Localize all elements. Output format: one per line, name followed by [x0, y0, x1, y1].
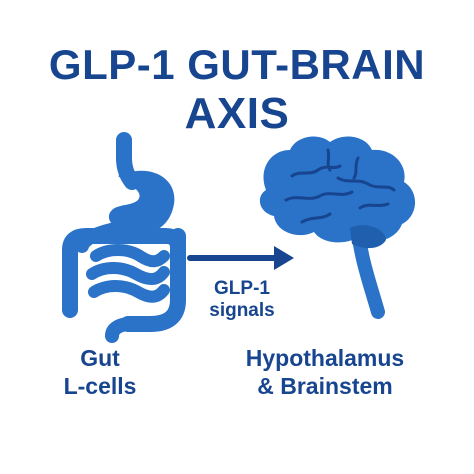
gut-label: Gut L-cells	[40, 344, 160, 400]
digestive-system-icon	[62, 132, 186, 343]
signal-label-line-1: GLP-1	[214, 278, 270, 299]
gut-label-line-1: Gut	[80, 345, 120, 371]
diagram-title-line-1: GLP-1 GUT-BRAIN	[48, 41, 426, 88]
brain-label: Hypothalamus & Brainstem	[210, 344, 440, 400]
brain-icon	[259, 136, 416, 319]
brain-label-line-1: Hypothalamus	[245, 345, 405, 371]
arrow-right-icon	[187, 246, 294, 270]
signal-label-line-2: signals	[209, 300, 275, 321]
signal-label: GLP-1 signals	[192, 278, 292, 322]
diagram-title-line-2: AXIS	[184, 89, 290, 138]
brain-label-line-2: & Brainstem	[257, 373, 393, 399]
gut-label-line-2: L-cells	[63, 373, 137, 399]
